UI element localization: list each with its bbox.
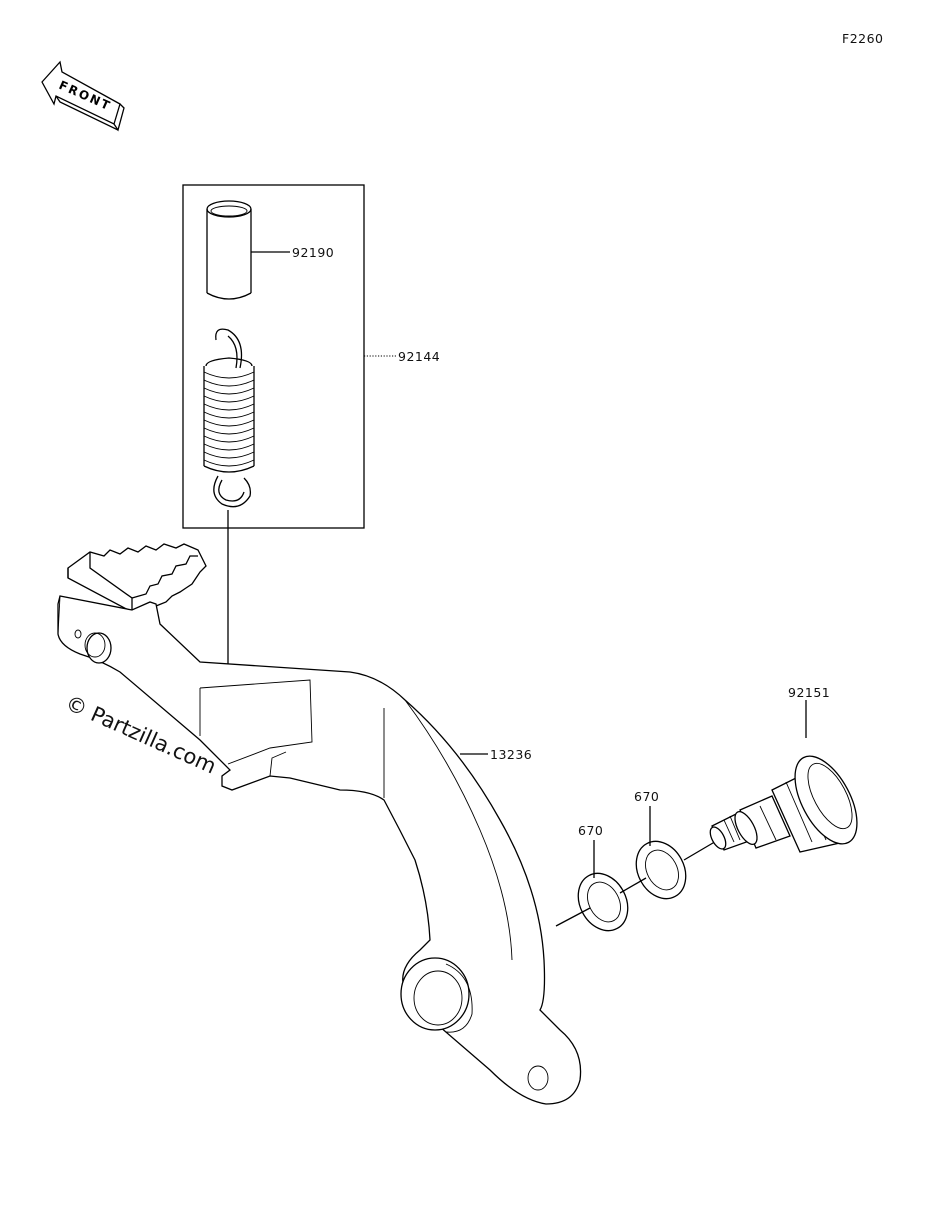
washer-670-b: [635, 840, 687, 900]
figure-code: F2260: [842, 31, 884, 46]
part-label-13236: 13236: [490, 747, 532, 762]
brake-pedal-13236: [57, 543, 582, 1105]
kit-box-92144: [182, 184, 365, 529]
part-label-92144: 92144: [398, 349, 440, 364]
part-label-670-b: 670: [634, 789, 659, 804]
assembly-axis-3: [683, 839, 719, 861]
assembly-axis-2: [619, 877, 647, 894]
assembly-axis-1: [555, 907, 591, 927]
part-label-92151: 92151: [788, 685, 830, 700]
spring-92144: [203, 328, 255, 508]
front-arrow-icon: FRONT: [41, 60, 125, 132]
collar-92190: [206, 200, 252, 300]
bolt-92151: [709, 755, 858, 853]
part-label-670-a: 670: [578, 823, 603, 838]
washer-670-a: [577, 872, 629, 932]
part-label-92190: 92190: [292, 245, 334, 260]
